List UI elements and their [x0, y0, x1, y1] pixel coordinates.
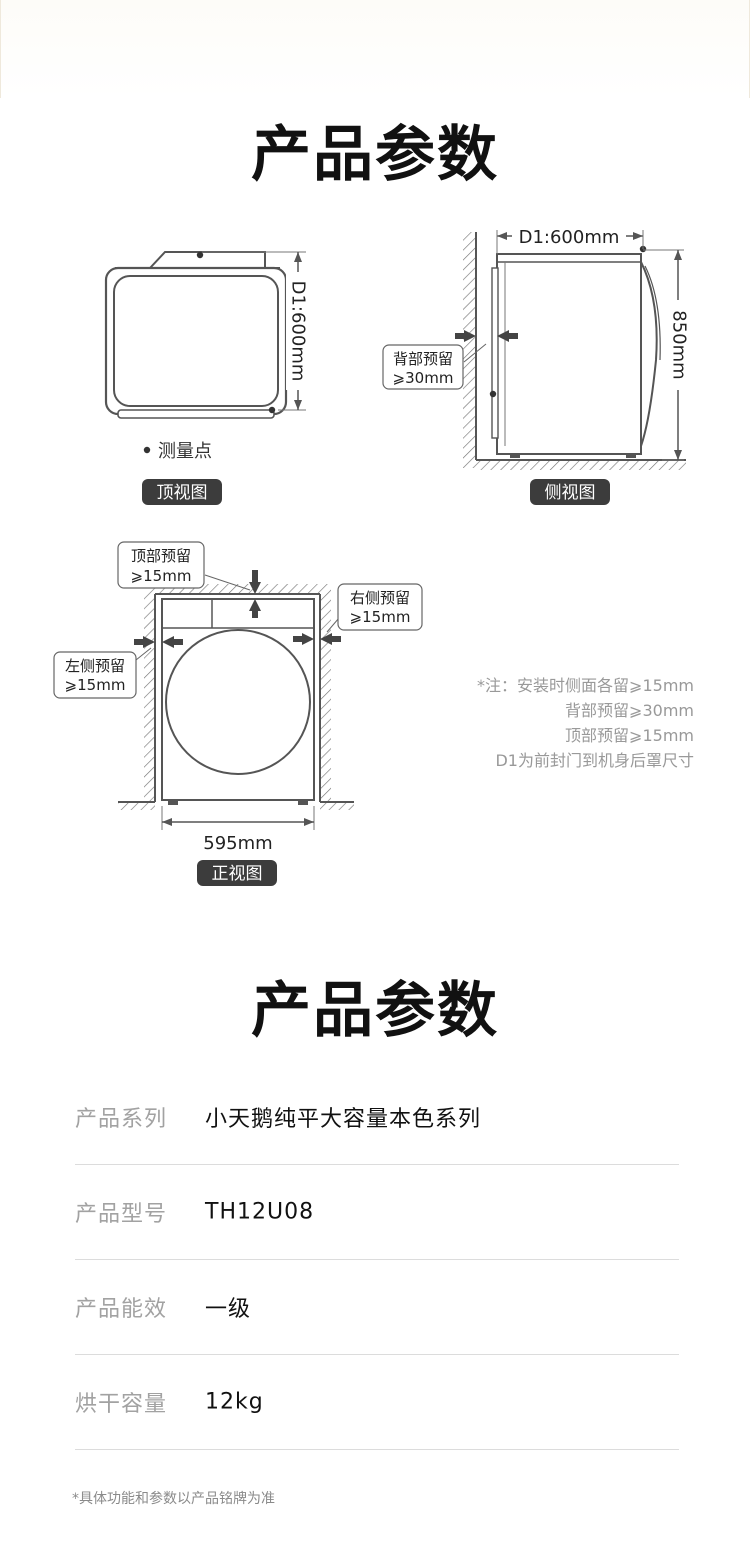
back-clearance-title: 背部预留 [393, 350, 453, 368]
param-table: 产品系列 小天鹅纯平大容量本色系列 产品型号 TH12U08 产品能效 一级 烘… [75, 1070, 679, 1450]
top-view-badge [142, 479, 222, 505]
front-view-diagram: 顶部预留 ⩾15mm 右侧预留 ⩾15mm 左侧预留 ⩾15mm 595mm 正… [53, 541, 423, 886]
back-clearance-value: ⩾30mm [393, 369, 454, 387]
front-view-badge-label: 正视图 [212, 864, 263, 884]
param-value: 小天鹅纯平大容量本色系列 [205, 1107, 482, 1132]
param-value: TH12U08 [205, 1199, 315, 1225]
side-view-badge-label: 侧视图 [545, 483, 596, 503]
measure-point-legend-dot [143, 446, 151, 454]
back-clearance-callout [382, 344, 464, 390]
param-row-model: 产品型号 TH12U08 [75, 1165, 679, 1260]
left-clearance-value: ⩾15mm [65, 676, 126, 694]
top-view-badge-label: 顶视图 [157, 483, 208, 503]
param-label: 产品型号 [75, 1202, 168, 1227]
note-line: 背部预留⩾30mm [565, 701, 694, 720]
installation-notes: *注：安装时侧面各留⩾15mm 背部预留⩾30mm 顶部预留⩾15mm D1为前… [477, 676, 694, 770]
top-clearance-value: ⩾15mm [131, 567, 192, 585]
side-view-badge [530, 479, 610, 505]
measure-point-marker [489, 390, 497, 398]
right-clearance-value: ⩾15mm [350, 608, 411, 626]
measure-point-legend: 测量点 [158, 441, 212, 462]
param-label: 烘干容量 [75, 1392, 168, 1417]
installation-dimension-diagrams: D1:600mm 测量点 顶视图 D1:600mm [53, 224, 694, 886]
note-line: 顶部预留⩾15mm [565, 726, 694, 745]
section-title-dimensions: 产品参数 [251, 120, 499, 190]
top-view-diagram: D1:600mm 测量点 顶视图 [104, 251, 310, 505]
measure-point-marker [196, 251, 204, 259]
top-banner-strip [0, 0, 750, 98]
side-view-depth-label: D1:600mm [519, 227, 620, 248]
left-clearance-callout [53, 651, 137, 699]
measure-point-marker [268, 406, 276, 414]
left-clearance-title: 左侧预留 [65, 657, 125, 675]
top-clearance-callout [117, 541, 205, 589]
top-clearance-title: 顶部预留 [131, 547, 191, 565]
param-row-efficiency: 产品能效 一级 [75, 1260, 679, 1355]
side-view-diagram: D1:600mm 850mm 背部预留 ⩾30mm 侧视图 [382, 224, 690, 505]
param-value: 12kg [205, 1389, 264, 1415]
section-title-params: 产品参数 [251, 976, 499, 1046]
side-view-height-label: 850mm [669, 310, 690, 379]
note-line: D1为前封门到机身后罩尺寸 [495, 751, 694, 770]
footnote: *具体功能和参数以产品铭牌为准 [72, 1491, 275, 1507]
note-line: *注：安装时侧面各留⩾15mm [477, 676, 694, 695]
param-label: 产品系列 [75, 1107, 168, 1132]
right-clearance-callout [337, 583, 423, 631]
front-view-badge [197, 860, 277, 886]
param-value: 一级 [205, 1297, 252, 1322]
right-clearance-title: 右侧预留 [350, 589, 410, 607]
top-view-depth-label: D1:600mm [288, 281, 309, 382]
param-label: 产品能效 [75, 1297, 168, 1322]
param-row-capacity: 烘干容量 12kg [75, 1355, 679, 1450]
param-row-series: 产品系列 小天鹅纯平大容量本色系列 [75, 1070, 679, 1165]
front-view-width-label: 595mm [203, 833, 272, 854]
